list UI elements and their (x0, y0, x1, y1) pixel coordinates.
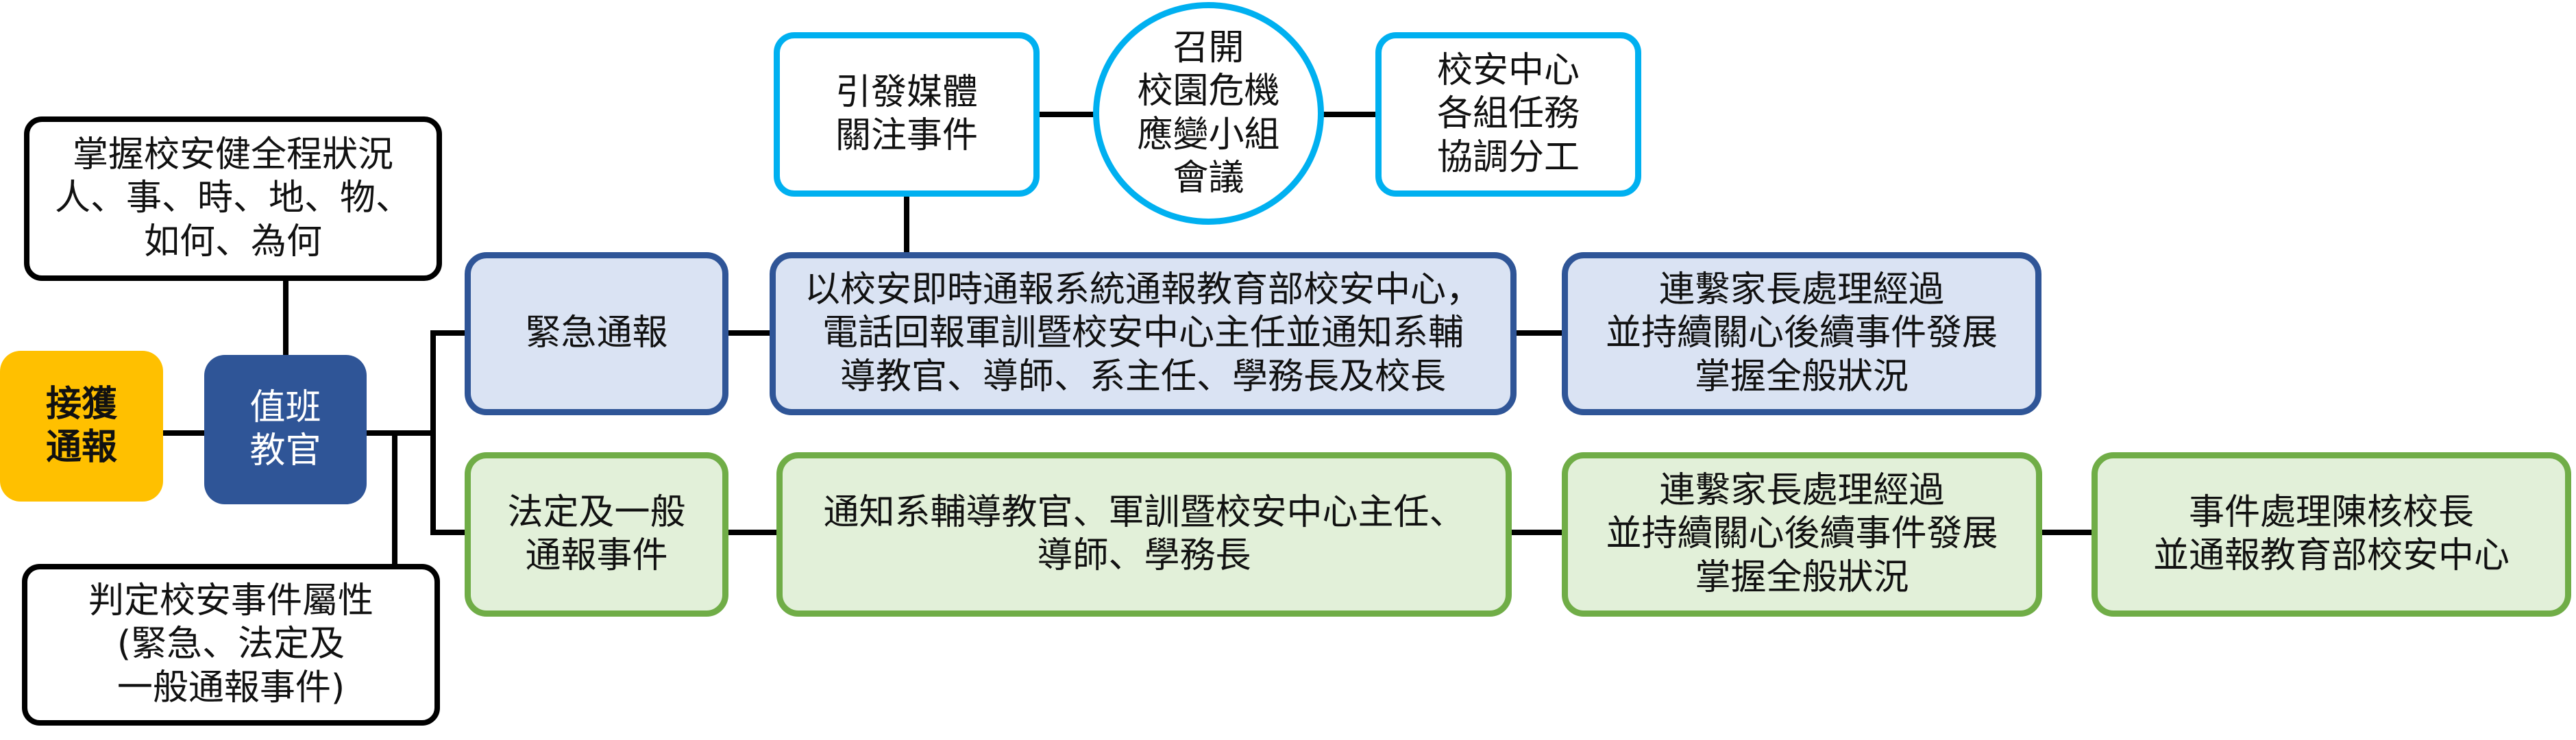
general-action-box: 通知系輔導教官、軍訓暨校安中心主任、 導師、學務長 (776, 452, 1512, 617)
general-action-label: 通知系輔導教官、軍訓暨校安中心主任、 導師、學務長 (823, 491, 1465, 576)
emergency-report-box: 緊急通報 (465, 252, 728, 415)
general-followup-box: 連繫家長處理經過 並持續關心後續事件發展 掌握全般狀況 (1562, 452, 2042, 617)
grasp-status-label: 掌握校安健全程狀況 人、事、時、地、物、 如何、為何 (54, 134, 411, 262)
receive-report-box: 接獲 通報 (0, 351, 163, 502)
emergency-action-box: 以校安即時通報系統通報教育部校安中心， 電話回報軍訓暨校安中心主任並通知系輔 導… (770, 252, 1517, 415)
final-report-box: 事件處理陳核校長 並通報教育部校安中心 (2092, 452, 2571, 617)
determine-attribute-box: 判定校安事件屬性 (緊急、法定及 一般通報事件) (22, 564, 440, 726)
determine-attribute-label: 判定校安事件屬性 (緊急、法定及 一般通報事件) (88, 580, 373, 708)
task-coordination-label: 校安中心 各組任務 協調分工 (1436, 49, 1580, 178)
final-report-label: 事件處理陳核校長 並通報教育部校安中心 (2152, 491, 2510, 576)
receive-report-label: 接獲 通報 (45, 383, 117, 468)
emergency-report-label: 緊急通報 (525, 312, 668, 354)
general-followup-label: 連繫家長處理經過 並持續關心後續事件發展 掌握全般狀況 (1606, 469, 1998, 598)
duty-officer-label: 值班 教官 (249, 386, 321, 471)
media-attention-label: 引發媒體 關注事件 (835, 71, 978, 156)
media-attention-box: 引發媒體 關注事件 (774, 32, 1040, 197)
crisis-meeting-label: 召開 校園危機 應變小組 會議 (1137, 27, 1280, 199)
duty-officer-box: 值班 教官 (204, 355, 367, 504)
emergency-followup-label: 連繫家長處理經過 並持續關心後續事件發展 掌握全般狀況 (1605, 269, 1998, 397)
task-coordination-box: 校安中心 各組任務 協調分工 (1375, 32, 1641, 197)
grasp-status-box: 掌握校安健全程狀況 人、事、時、地、物、 如何、為何 (24, 116, 442, 281)
general-report-box: 法定及一般 通報事件 (465, 452, 728, 617)
general-report-label: 法定及一般 通報事件 (507, 491, 686, 576)
emergency-followup-box: 連繫家長處理經過 並持續關心後續事件發展 掌握全般狀況 (1562, 252, 2041, 415)
crisis-meeting-circle: 召開 校園危機 應變小組 會議 (1093, 2, 1324, 225)
emergency-action-label: 以校安即時通報系統通報教育部校安中心， 電話回報軍訓暨校安中心主任並通知系輔 導… (804, 269, 1482, 397)
